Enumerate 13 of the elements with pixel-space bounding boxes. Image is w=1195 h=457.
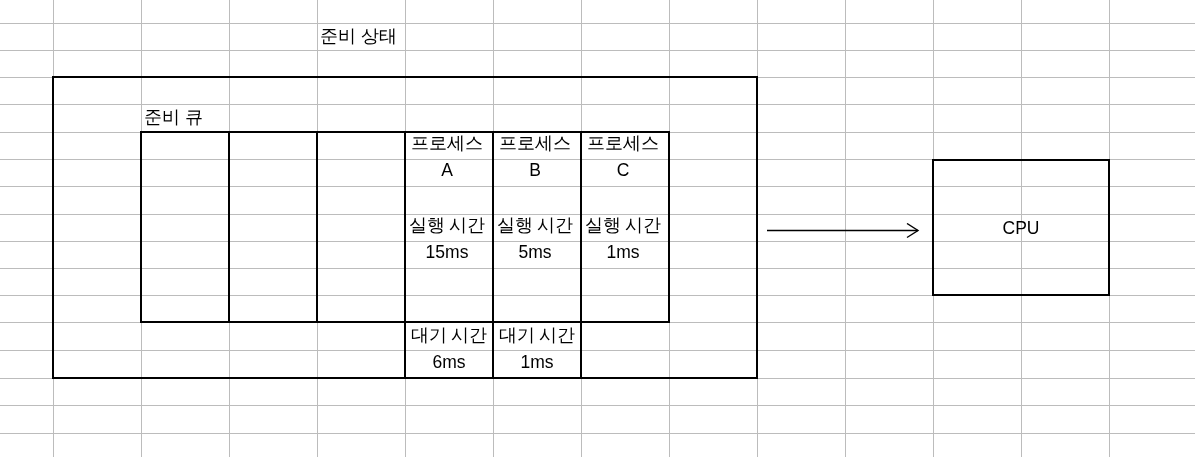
wait-time-text: 대기 시간 1ms: [497, 324, 577, 374]
process-name: 프로세스 B: [498, 132, 572, 182]
run-time-text: 실행 시간 1ms: [583, 214, 663, 264]
arrow: [766, 222, 919, 239]
run-time-text: 실행 시간 5ms: [495, 214, 575, 264]
cpu-box: [932, 159, 1110, 296]
process-name: 프로세스 A: [410, 132, 484, 182]
run-time-text: 실행 시간 15ms: [407, 214, 487, 264]
process-name: 프로세스 C: [586, 132, 660, 182]
cpu-label: CPU: [1001, 217, 1041, 240]
queue-title: 준비 큐: [144, 106, 203, 129]
wait-time-text: 대기 시간 6ms: [409, 324, 489, 374]
box-title: 준비 상태: [320, 25, 397, 48]
